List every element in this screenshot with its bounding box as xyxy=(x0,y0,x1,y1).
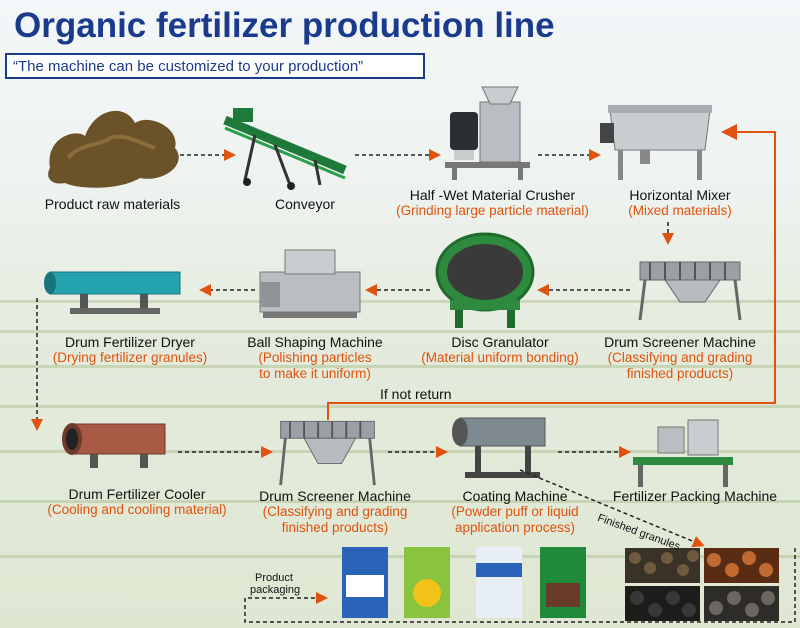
step-name: Drum Screener Machine xyxy=(604,334,756,350)
page-subtitle: “The machine can be customized to your p… xyxy=(5,53,425,79)
arrow-coating-to-granules xyxy=(519,469,705,548)
step-name: Drum Screener Machine xyxy=(259,488,411,504)
label-dryer: Drum Fertilizer Dryer (Drying fertilizer… xyxy=(35,334,225,366)
step-desc-2: finished products) xyxy=(626,366,734,381)
label-raw-materials: Product raw materials xyxy=(30,196,195,212)
product-bag-3 xyxy=(476,547,522,618)
label-conveyor: Conveyor xyxy=(245,196,365,212)
product-packaging-label-2: packaging xyxy=(250,584,301,596)
step-desc: (Cooling and cooling material) xyxy=(47,502,227,517)
drum-dryer-image xyxy=(44,271,181,314)
step-name: Horizontal Mixer xyxy=(629,187,731,203)
step-name: Disc Granulator xyxy=(451,334,549,350)
page-title: Organic fertilizer production line xyxy=(14,6,555,45)
granules-photo-4 xyxy=(704,586,779,621)
step-desc-2: application process) xyxy=(454,520,576,535)
return-arrow xyxy=(327,124,776,420)
step-name: Ball Shaping Machine xyxy=(247,334,383,350)
label-packing: Fertilizer Packing Machine xyxy=(605,488,785,504)
horizontal-mixer-image xyxy=(600,105,712,180)
step-desc: (Mixed materials) xyxy=(628,203,732,218)
step-desc: (Polishing particles xyxy=(258,350,372,365)
drum-cooler-image xyxy=(62,423,166,468)
step-name: Conveyor xyxy=(275,196,335,212)
product-bag-1 xyxy=(342,547,388,618)
drum-screener-image-2 xyxy=(279,420,376,486)
step-name: Drum Fertilizer Dryer xyxy=(65,334,195,350)
label-coating: Coating Machine (Powder puff or liquid a… xyxy=(435,488,595,536)
raw-materials-image xyxy=(48,110,179,188)
step-desc: (Material uniform bonding) xyxy=(421,350,579,365)
disc-granulator-image xyxy=(435,232,535,328)
step-desc-2: finished products) xyxy=(281,520,389,535)
product-packaging-label-1: Product xyxy=(255,572,293,584)
granules-photo-2 xyxy=(704,548,779,583)
step-name: Fertilizer Packing Machine xyxy=(612,488,778,504)
step-desc: (Classifying and grading xyxy=(262,504,408,519)
step-name: Coating Machine xyxy=(462,488,568,504)
label-cooler: Drum Fertilizer Cooler (Cooling and cool… xyxy=(32,486,242,518)
ball-shaping-image xyxy=(259,249,361,318)
step-desc: (Grinding large particle material) xyxy=(396,203,589,218)
granules-photo-3 xyxy=(625,586,700,621)
step-desc: (Powder puff or liquid xyxy=(451,504,579,519)
granules-photo-1 xyxy=(625,548,700,583)
label-mixer: Horizontal Mixer (Mixed materials) xyxy=(605,187,755,219)
label-screener-2: Drum Screener Machine (Classifying and g… xyxy=(250,488,420,536)
conveyor-image xyxy=(223,108,347,190)
arrow-packaging xyxy=(244,548,796,623)
step-name: Drum Fertilizer Cooler xyxy=(68,486,206,502)
if-not-return-label: If not return xyxy=(380,386,452,402)
step-name: Product raw materials xyxy=(44,196,181,212)
packing-machine-image xyxy=(633,419,733,487)
coating-machine-image xyxy=(452,417,546,478)
label-ball-shaping: Ball Shaping Machine (Polishing particle… xyxy=(235,334,395,382)
label-screener-1: Drum Screener Machine (Classifying and g… xyxy=(595,334,765,382)
label-crusher: Half -Wet Material Crusher (Grinding lar… xyxy=(385,187,600,219)
step-desc: (Drying fertilizer granules) xyxy=(52,350,208,365)
product-bag-2 xyxy=(404,547,450,618)
product-bag-4 xyxy=(540,547,586,618)
step-name: Half -Wet Material Crusher xyxy=(409,187,576,203)
label-disc-granulator: Disc Granulator (Material uniform bondin… xyxy=(410,334,590,366)
step-desc: (Classifying and grading xyxy=(607,350,753,365)
step-desc-2: to make it uniform) xyxy=(259,366,371,381)
drum-screener-image-1 xyxy=(638,261,742,321)
crusher-image xyxy=(445,86,530,180)
